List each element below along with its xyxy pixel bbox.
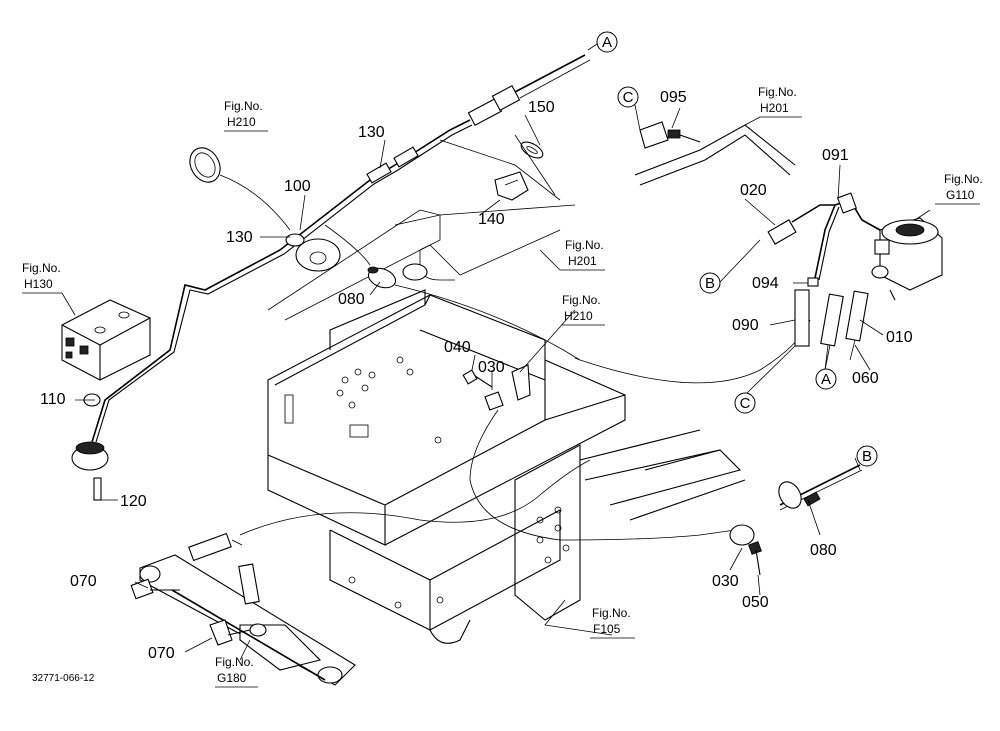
label-130-top: 130 <box>358 124 385 141</box>
svg-text:A: A <box>602 34 612 51</box>
upper-frame-outline <box>267 204 576 321</box>
svg-text:Fig.No.: Fig.No. <box>215 655 254 669</box>
connector-c-bottom: C <box>734 392 756 414</box>
svg-text:B: B <box>705 275 715 292</box>
bolt-040 <box>462 369 493 388</box>
label-030-center: 030 <box>478 359 505 376</box>
connector-c-top: C <box>617 86 639 108</box>
pipe-fitting-top <box>467 54 591 126</box>
svg-text:G110: G110 <box>946 188 975 202</box>
svg-text:H201: H201 <box>568 254 597 268</box>
connector-a-top: A <box>596 31 618 53</box>
hydraulic-pump <box>61 299 151 381</box>
label-080-right: 080 <box>810 542 837 559</box>
clamp-140 <box>494 171 529 201</box>
fig-ref-g110: Fig.No. G110 <box>935 172 983 205</box>
label-130-left: 130 <box>226 229 253 246</box>
label-090: 090 <box>732 317 759 334</box>
svg-text:Fig.No.: Fig.No. <box>565 238 604 252</box>
label-050: 050 <box>742 594 769 611</box>
hose-020-pipe-091 <box>767 192 881 347</box>
clip-150 <box>520 141 544 159</box>
elbow-fitting-070-lower <box>209 619 267 646</box>
label-030-right: 030 <box>712 573 739 590</box>
clamp-030-center <box>484 364 531 411</box>
hose-loop <box>469 409 736 541</box>
svg-text:Fig.No.: Fig.No. <box>592 606 631 620</box>
label-110: 110 <box>40 391 66 408</box>
fig-ref-f105: Fig.No. F105 <box>590 606 635 639</box>
fig-ref-h210-center: Fig.No. H210 <box>562 293 605 326</box>
leader-arrow-h210 <box>219 174 291 231</box>
pipe-h201-upper-right <box>634 121 796 186</box>
hose-loop-lower <box>239 459 591 536</box>
svg-text:F105: F105 <box>593 622 621 636</box>
svg-text:C: C <box>623 89 634 106</box>
label-080-center: 080 <box>338 291 365 308</box>
connector-b-right: B <box>856 445 878 467</box>
fittings-010-060 <box>820 290 869 371</box>
main-frame-bracket <box>267 289 746 644</box>
svg-text:A: A <box>821 371 831 388</box>
svg-text:Fig.No.: Fig.No. <box>22 261 61 275</box>
right-clamp-assembly <box>729 464 863 576</box>
label-120: 120 <box>120 493 147 510</box>
label-100: 100 <box>284 178 311 195</box>
hose-fittings-cylinder <box>188 532 260 605</box>
label-140: 140 <box>478 211 505 228</box>
fig-ref-h210-top: Fig.No. H210 <box>224 99 268 132</box>
label-094: 094 <box>752 275 779 292</box>
svg-text:C: C <box>740 395 751 412</box>
part-number-labels: 150 130 100 130 140 080 040 030 110 120 … <box>40 89 913 662</box>
fig-ref-g180: Fig.No. G180 <box>215 655 258 688</box>
label-040: 040 <box>444 339 471 356</box>
fig-ref-h201-center: Fig.No. H201 <box>539 238 605 271</box>
svg-text:H210: H210 <box>227 115 256 129</box>
label-020: 020 <box>740 182 767 199</box>
svg-text:Fig.No.: Fig.No. <box>758 85 797 99</box>
fig-ref-h201-top-right: Fig.No. H201 <box>744 85 802 126</box>
svg-text:B: B <box>862 448 872 465</box>
svg-text:H130: H130 <box>24 277 53 291</box>
hose-clamp-080-center <box>367 266 397 289</box>
svg-text:Fig.No.: Fig.No. <box>562 293 601 307</box>
main-hydraulic-pipe <box>91 119 473 443</box>
hose-line-long <box>394 284 811 384</box>
elbow-fitting-070-upper <box>130 578 180 600</box>
svg-text:G180: G180 <box>217 671 247 685</box>
svg-text:H210: H210 <box>564 309 593 323</box>
drawing-code: 32771-066-12 <box>32 673 95 684</box>
label-095: 095 <box>660 89 687 106</box>
leader-lines <box>75 41 931 661</box>
label-010: 010 <box>886 329 913 346</box>
steering-valve-unit <box>871 217 943 301</box>
connector-a-right: A <box>815 368 837 390</box>
mount-boss <box>295 238 341 272</box>
label-070-upper: 070 <box>70 573 97 590</box>
svg-text:Fig.No.: Fig.No. <box>224 99 263 113</box>
label-060: 060 <box>852 370 879 387</box>
pipe-joint-bottom <box>71 441 109 501</box>
label-150: 150 <box>528 99 555 116</box>
label-070-lower: 070 <box>148 645 175 662</box>
connector-b-left: B <box>699 272 721 294</box>
fig-ref-h130: Fig.No. H130 <box>22 261 76 316</box>
svg-text:H201: H201 <box>760 101 789 115</box>
svg-text:Fig.No.: Fig.No. <box>944 172 983 186</box>
label-091: 091 <box>822 147 849 164</box>
hose-clamp-h210-top <box>189 147 221 183</box>
